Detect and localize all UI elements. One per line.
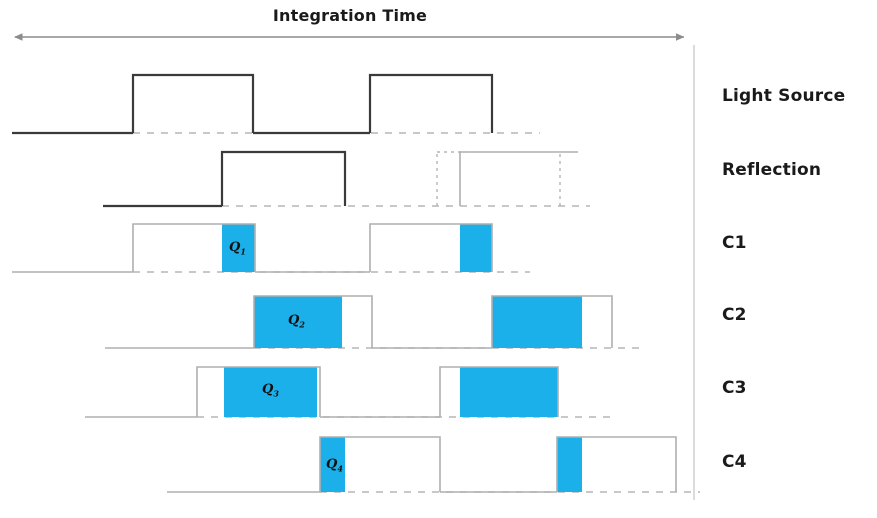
charge-fill (460, 367, 558, 417)
pulse-outline (131, 73, 255, 133)
row-label-reflection: Reflection (722, 160, 822, 180)
charge-fill (254, 296, 342, 348)
row-label-light-source: Light Source (722, 86, 846, 106)
row-label-c1: C1 (722, 233, 747, 253)
row-label-c2: C2 (722, 305, 747, 325)
pulse-outline (439, 366, 559, 417)
waveform-row-reflection (103, 150, 590, 208)
pulse-outline (196, 366, 321, 417)
waveform-row-c2 (105, 295, 645, 349)
pulse-outline (220, 150, 347, 206)
pulse-outline (368, 73, 494, 133)
ghost-pulse-solid (459, 151, 578, 206)
row-label-c3: C3 (722, 378, 747, 398)
figure-title: Integration Time (272, 6, 428, 25)
waveform-rows (12, 73, 700, 493)
row-label-c4: C4 (722, 452, 747, 472)
pulse-outline (253, 295, 373, 348)
pulse-outline (319, 436, 441, 492)
waveform-row-c4 (167, 436, 700, 493)
waveform-row-c1 (12, 223, 530, 273)
pulse-outline (491, 295, 613, 348)
charge-fill (460, 224, 492, 272)
pulse-outline (369, 223, 493, 272)
charge-fill (222, 224, 255, 272)
integration-time-axis (14, 33, 695, 500)
charge-fill (224, 367, 317, 417)
charge-fill (557, 437, 582, 492)
waveform-row-c3 (85, 366, 610, 418)
waveform-row-light-source (12, 73, 540, 135)
pulse-outline (556, 436, 677, 492)
pulse-outline (132, 223, 256, 272)
charge-fill (320, 437, 345, 492)
charge-fill (492, 296, 582, 348)
